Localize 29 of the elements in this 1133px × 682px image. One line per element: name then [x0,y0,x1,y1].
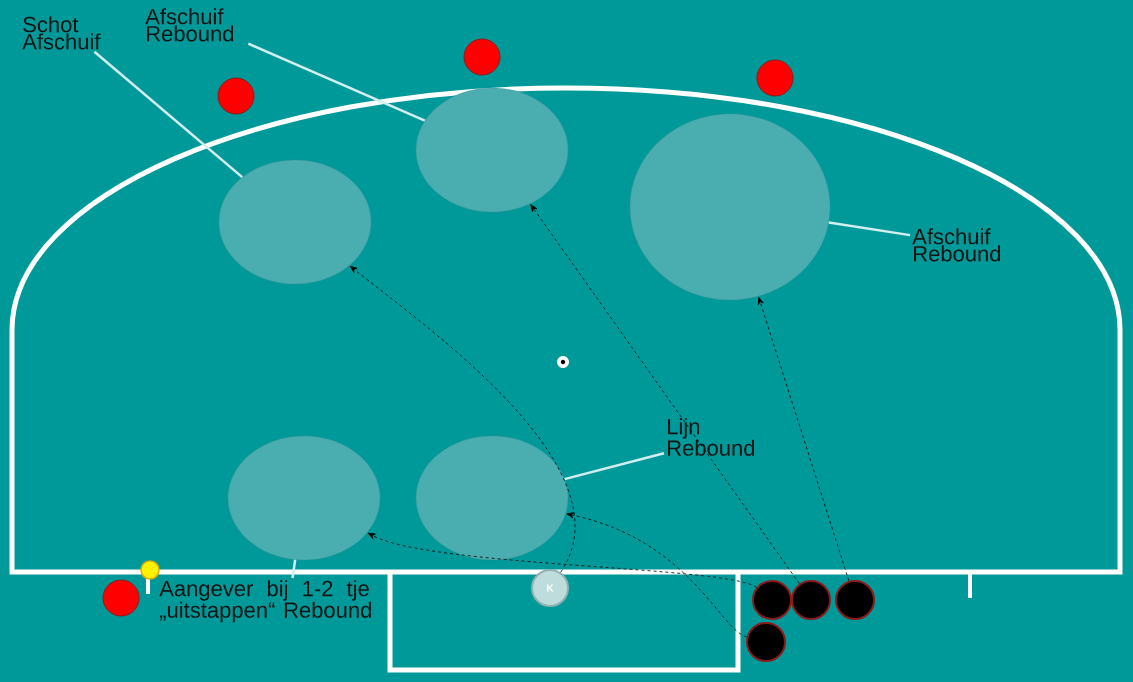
leader-line [247,42,426,122]
attacker-marker [835,580,875,620]
zone-label: Schot Afschuif [22,16,101,50]
leader-line [291,559,297,579]
zone-ellipse [218,159,372,285]
arrow [566,512,748,638]
attacker-marker [791,580,831,620]
leader-line [93,50,243,179]
leader-line [564,452,665,481]
leader-line [828,221,911,237]
arrow [349,265,576,573]
zone-ellipse [227,435,381,561]
defender-marker [102,579,140,617]
zone-ellipse [415,87,569,213]
defender-marker [463,38,501,76]
zone-ellipse [415,435,569,561]
zone-ellipse [629,113,831,301]
defender-marker [217,77,255,115]
zone-label: Aangever bij 1-2 tje „uitstappen“ Rebound [159,580,371,623]
ball [140,560,160,594]
attacker-marker [746,622,786,662]
defender-marker [756,59,794,97]
arrow [757,297,850,582]
zone-label: Afschuif Rebound [145,8,234,42]
zone-label: Lijn Rebound [668,418,755,456]
zone-label: Afschuif Rebound [912,228,1001,262]
arrow [367,532,757,588]
arrow [530,204,800,585]
attacker-marker [752,580,792,620]
